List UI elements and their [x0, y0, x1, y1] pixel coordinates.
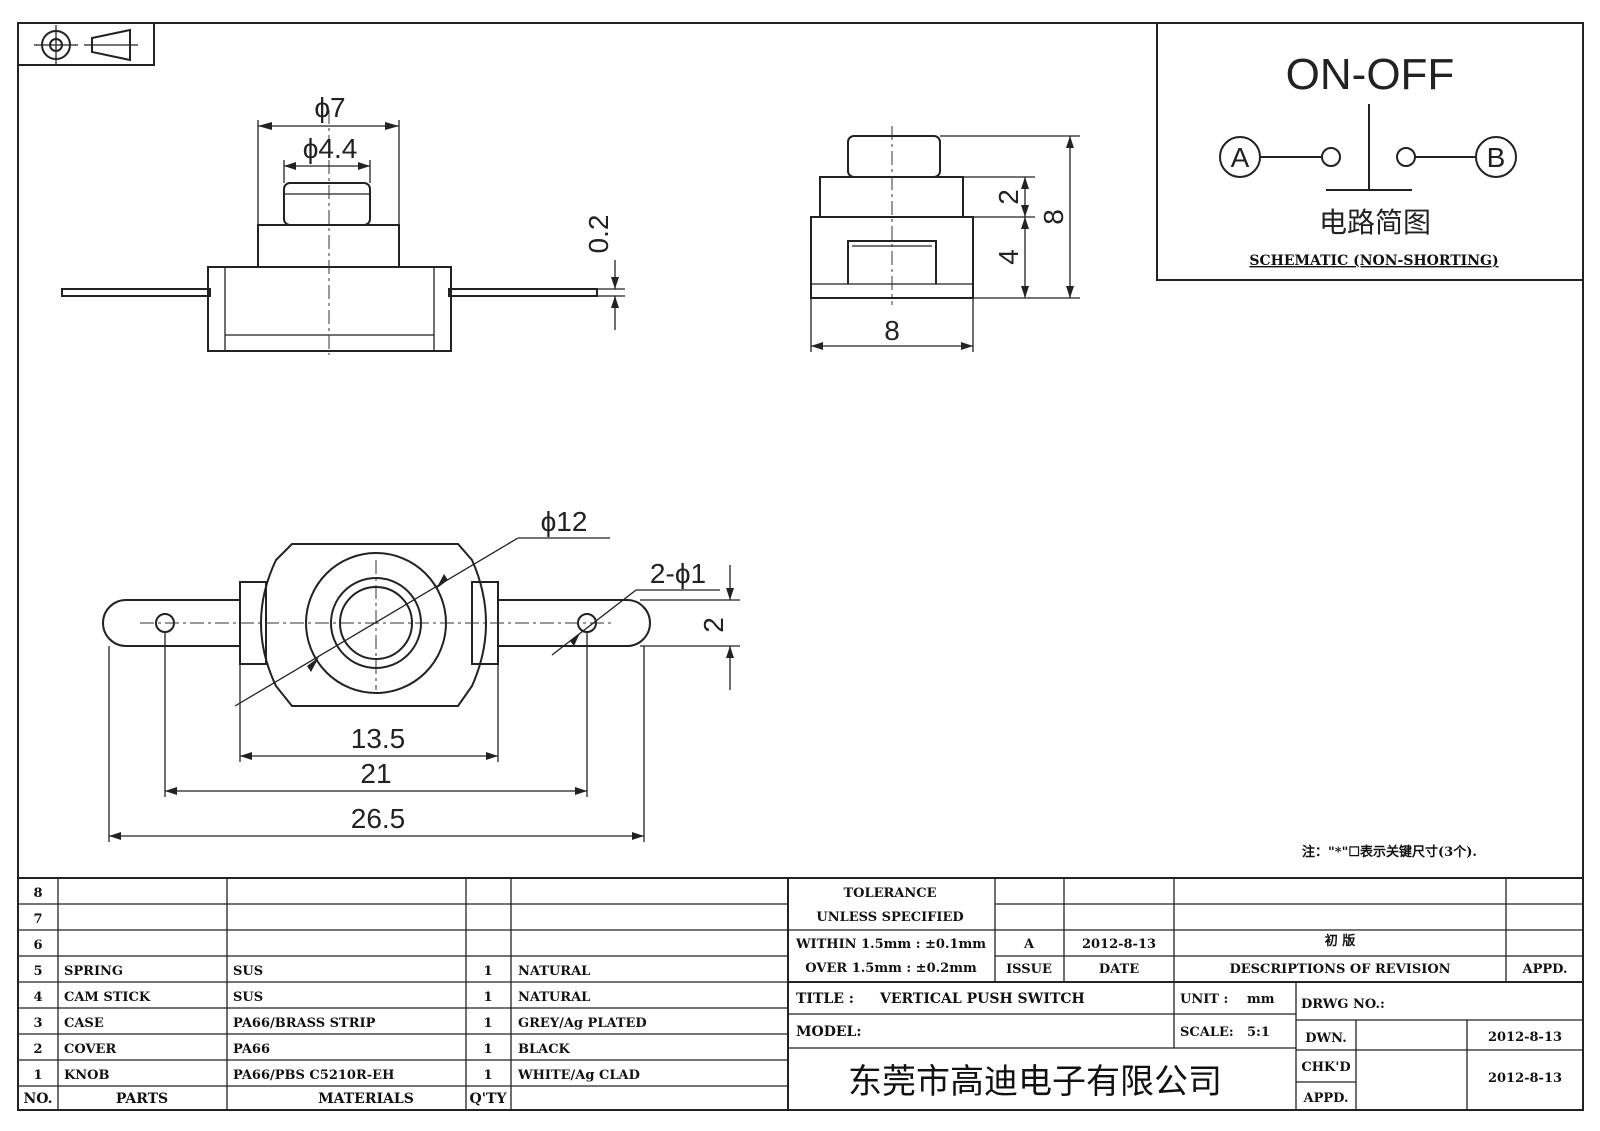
- unit-label: UNIT :: [1180, 992, 1228, 1007]
- third-angle-projection-icon: [17, 22, 155, 66]
- bom-cell-finish: GREY/Ag PLATED: [518, 1016, 647, 1031]
- bom-cell-no: 4: [33, 990, 42, 1005]
- bom-cell-no: 2: [33, 1042, 42, 1057]
- bom-header-qty: Q'TY: [470, 1091, 508, 1107]
- top-view: ϕ12 2-ϕ1 2 13.5 21 26.5: [102, 506, 740, 842]
- dim-top: 2: [993, 189, 1024, 205]
- drwg-no-label: DRWG NO.:: [1301, 997, 1385, 1012]
- tolerance-line1: TOLERANCE: [843, 886, 936, 901]
- bom-cell-part: CASE: [64, 1016, 104, 1031]
- terminal-a-label: A: [1231, 142, 1250, 173]
- dim-bottom: 4: [993, 249, 1024, 265]
- bom-header-parts: PARTS: [116, 1091, 168, 1107]
- dim-holes: 2-ϕ1: [650, 558, 706, 589]
- title-block: TOLERANCE UNLESS SPECIFIED WITHIN 1.5mm …: [788, 878, 1583, 1110]
- bom-cell-material: PA66/PBS C5210R-EH: [233, 1068, 394, 1083]
- revision-date: 2012-8-13: [1082, 937, 1156, 952]
- schematic-caption-en: SCHEMATIC (NON-SHORTING): [1249, 253, 1498, 269]
- dim-lead-thickness: 0.2: [583, 215, 614, 254]
- revision-header-issue: ISSUE: [1006, 962, 1052, 977]
- revision-description: 初 版: [1325, 933, 1356, 949]
- dwn-label: DWN.: [1305, 1031, 1346, 1046]
- bom-cell-finish: NATURAL: [518, 964, 590, 979]
- bom-cell-no: 5: [33, 964, 42, 979]
- dwn-date: 2012-8-13: [1488, 1030, 1562, 1045]
- appd-label: APPD.: [1303, 1091, 1349, 1106]
- chkd-date: 2012-8-13: [1488, 1071, 1562, 1086]
- bom-cell-qty: 1: [483, 1016, 492, 1031]
- bom-cell-no: 6: [33, 938, 42, 953]
- revision-header-desc: DESCRIPTIONS OF REVISION: [1229, 962, 1450, 977]
- key-dimension-note: 注："*"☐表示关键尺寸(3个).: [1302, 844, 1477, 860]
- bom-cell-no: 8: [33, 886, 42, 901]
- dim-body-dia: ϕ12: [541, 506, 588, 537]
- bom-cell-part: SPRING: [64, 964, 123, 979]
- dim-outer-dia: ϕ7: [314, 92, 345, 123]
- bom-cell-material: SUS: [233, 990, 263, 1005]
- bom-cell-finish: NATURAL: [518, 990, 590, 1005]
- schematic-box: ON-OFF A B 电路简图 SCHEMATIC (NON-SHORTING): [1156, 22, 1584, 281]
- unit-value: mm: [1247, 992, 1275, 1007]
- dim-body-len: 13.5: [351, 723, 406, 754]
- scale-label: SCALE:: [1180, 1025, 1234, 1040]
- side-view: 2 4 8 8: [810, 126, 1080, 352]
- bom-cell-finish: WHITE/Ag CLAD: [517, 1068, 640, 1083]
- schematic-caption-cn: 电路简图: [1319, 206, 1431, 239]
- scale-value: 5:1: [1247, 1025, 1270, 1040]
- dim-inner-dia: ϕ4.4: [303, 133, 358, 164]
- dim-width: 8: [884, 315, 900, 346]
- bom-cell-qty: 1: [483, 964, 492, 979]
- tolerance-line4: OVER 1.5mm : ±0.2mm: [805, 961, 977, 976]
- model-label: MODEL:: [796, 1024, 862, 1040]
- bom-header-materials: MATERIALS: [318, 1091, 414, 1107]
- dim-height: 8: [1038, 209, 1069, 225]
- bom-cell-part: COVER: [64, 1042, 116, 1057]
- terminal-b-circle: [1475, 136, 1517, 178]
- bom-cell-finish: BLACK: [518, 1042, 571, 1057]
- chkd-label: CHK'D: [1301, 1060, 1350, 1075]
- dim-hole-pitch: 21: [360, 758, 391, 789]
- drawing-border: [17, 22, 1584, 1111]
- bom-cell-qty: 1: [483, 1068, 492, 1083]
- bom-cell-no: 1: [33, 1068, 42, 1083]
- revision-header-appd: APPD.: [1522, 962, 1568, 977]
- bom-cell-material: PA66: [233, 1042, 270, 1057]
- front-view: ϕ7 ϕ4.4 0.2: [61, 92, 625, 355]
- tolerance-line2: UNLESS SPECIFIED: [816, 910, 963, 925]
- schematic-title: ON-OFF: [1286, 50, 1455, 99]
- company-name: 东莞市高迪电子有限公司: [848, 1062, 1222, 1102]
- bom-cell-material: SUS: [233, 964, 263, 979]
- bom-cell-part: KNOB: [64, 1068, 110, 1083]
- bom-header-no: NO.: [23, 1091, 52, 1107]
- bom-cell-no: 7: [33, 912, 42, 927]
- bom-cell-qty: 1: [483, 990, 492, 1005]
- title-label: TITLE :: [796, 991, 854, 1007]
- dim-total-len: 26.5: [351, 803, 406, 834]
- bom-cell-part: CAM STICK: [64, 990, 151, 1005]
- revision-issue: A: [1023, 937, 1035, 952]
- tolerance-line3: WITHIN 1.5mm : ±0.1mm: [795, 937, 986, 952]
- bom-cell-material: PA66/BRASS STRIP: [233, 1016, 376, 1031]
- drawing-title: VERTICAL PUSH SWITCH: [879, 991, 1085, 1007]
- terminal-b-label: B: [1487, 142, 1506, 173]
- dim-tab-width: 2: [698, 617, 729, 633]
- bom-cell-no: 3: [33, 1016, 42, 1031]
- bom-cell-qty: 1: [483, 1042, 492, 1057]
- revision-header-date: DATE: [1099, 962, 1139, 977]
